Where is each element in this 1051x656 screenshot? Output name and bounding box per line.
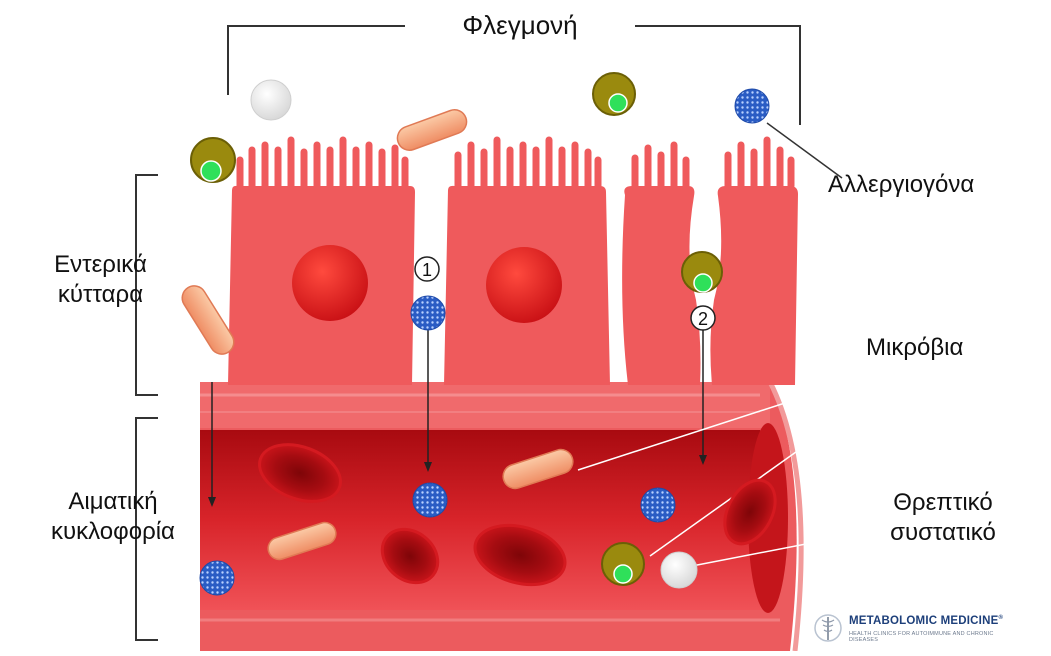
intestinal-cell <box>710 140 798 385</box>
round-microbe <box>191 138 235 182</box>
nucleus <box>292 245 368 321</box>
round-microbe <box>602 543 644 585</box>
allergen <box>641 488 675 522</box>
microbes-label: Μικρόβια <box>866 333 963 363</box>
svg-text:2: 2 <box>698 309 708 329</box>
round-microbe <box>593 73 635 115</box>
allergens-label: Αλλεργιογόνα <box>828 170 974 200</box>
logo-tagline: HEALTH CLINICS FOR AUTOIMMUNE AND CHRONI… <box>849 631 1013 643</box>
intestinal-cells-label: Εντερικά κύτταρα <box>38 250 163 310</box>
inflammation-bracket <box>228 26 800 125</box>
blood-circulation-line1: Αιματική <box>38 487 188 517</box>
svg-text:1: 1 <box>422 260 432 280</box>
nutrient-line2: συστατικό <box>868 518 1018 548</box>
blood-circulation-line2: κυκλοφορία <box>38 517 188 547</box>
inflammation-label: Φλεγμονή <box>420 10 620 40</box>
round-microbe <box>682 252 722 292</box>
nutrient-particle <box>661 552 697 588</box>
metabolomic-medicine-logo: METABOLOMIC MEDICINE® HEALTH CLINICS FOR… <box>813 612 1013 646</box>
pathway-marker-2: 2 <box>691 306 715 330</box>
nucleus <box>486 247 562 323</box>
allergen <box>413 483 447 517</box>
nutrient-particle <box>251 80 291 120</box>
nutrient-label: Θρεπτικό συστατικό <box>868 488 1018 548</box>
intestinal-cells-line1: Εντερικά <box>38 250 163 280</box>
rod-bacterium <box>178 281 239 358</box>
rod-bacterium <box>394 106 470 153</box>
allergen <box>411 296 445 330</box>
logo-name: METABOLOMIC MEDICINE® <box>849 615 1003 627</box>
allergen <box>200 561 234 595</box>
pathway-marker-1: 1 <box>415 257 439 281</box>
blood-vessel <box>200 382 801 651</box>
blood-circulation-label: Αιματική κυκλοφορία <box>38 487 188 547</box>
caduceus-icon <box>813 612 843 646</box>
intestinal-cell <box>228 140 415 385</box>
intestinal-cell <box>444 140 610 385</box>
allergen <box>735 89 769 123</box>
intestinal-cells-line2: κύτταρα <box>38 280 163 310</box>
nutrient-line1: Θρεπτικό <box>868 488 1018 518</box>
